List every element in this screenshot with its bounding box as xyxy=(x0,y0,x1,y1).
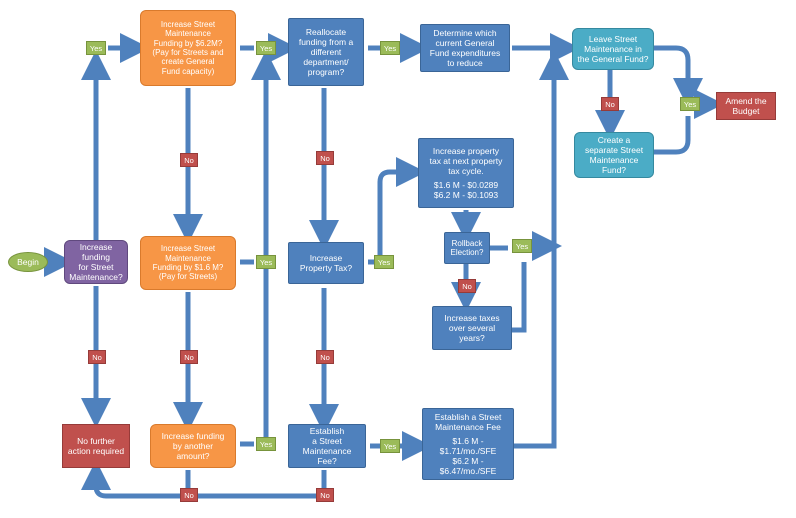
leave-general-fund-decision: Leave Street Maintenance in the General … xyxy=(572,28,654,70)
yes-label: Yes xyxy=(256,437,276,451)
determine-expenditures-node: Determine which current General Fund exp… xyxy=(420,24,510,72)
yes-label: Yes xyxy=(256,41,276,55)
no-label: No xyxy=(316,151,334,165)
increase-16m-decision: Increase Street Maintenance Funding by $… xyxy=(140,236,236,290)
no-label: No xyxy=(180,488,198,502)
no-label: No xyxy=(316,488,334,502)
yes-label: Yes xyxy=(380,41,400,55)
no-further-action-node: No further action required xyxy=(62,424,130,468)
no-label: No xyxy=(601,97,619,111)
increase-62m-decision: Increase Street Maintenance Funding by $… xyxy=(140,10,236,86)
amend-budget-node: Amend the Budget xyxy=(716,92,776,120)
separate-fund-decision: Create a separate Street Maintenance Fun… xyxy=(574,132,654,178)
arrow-taxyears-to-yes xyxy=(512,262,527,333)
increase-property-tax-cycle-node: Increase property tax at next property t… xyxy=(418,138,514,208)
reallocate-funding-decision: Reallocate funding from a different depa… xyxy=(288,18,364,86)
arrow-separate-to-yes xyxy=(654,116,691,155)
arrow-leave-to-amend xyxy=(654,45,703,108)
establish-fee-text: Establish a Street Maintenance Fee xyxy=(434,411,502,432)
establish-fee-decision: Establish a Street Maintenance Fee? xyxy=(288,424,366,468)
rollback-election-decision: Rollback Election? xyxy=(444,232,490,264)
property-tax-cycle-text: Increase property tax at next property t… xyxy=(429,146,503,177)
property-tax-line-1: $1.6 M - $0.0289 xyxy=(433,179,499,190)
increase-taxes-years-decision: Increase taxes over several years? xyxy=(432,306,512,350)
no-label: No xyxy=(316,350,334,364)
no-label: No xyxy=(88,350,106,364)
yes-label: Yes xyxy=(256,255,276,269)
increase-other-amount-decision: Increase funding by another amount? xyxy=(150,424,236,468)
yes-label: Yes xyxy=(374,255,394,269)
no-label: No xyxy=(180,350,198,364)
arrow-proptax-to-cycle xyxy=(368,157,426,265)
arrow-bottom-return xyxy=(81,460,324,499)
no-label: No xyxy=(180,153,198,167)
increase-funding-decision: Increase funding for Street Maintenance? xyxy=(64,240,128,284)
establish-fee-node: Establish a Street Maintenance Fee $1.6 … xyxy=(422,408,514,480)
property-tax-decision: Increase Property Tax? xyxy=(288,242,364,284)
yes-label: Yes xyxy=(680,97,700,111)
fee-line-2: $6.2 M - $6.47/mo./SFE xyxy=(439,456,497,477)
arrow-trunk-up xyxy=(514,50,569,449)
yes-label: Yes xyxy=(380,439,400,453)
property-tax-line-2: $6.2 M - $0.1093 xyxy=(433,189,499,200)
yes-label: Yes xyxy=(512,239,532,253)
yes-label: Yes xyxy=(86,41,106,55)
no-label: No xyxy=(458,279,476,293)
fee-line-1: $1.6 M - $1.71/mo./SFE xyxy=(439,435,497,456)
begin-node: Begin xyxy=(8,252,48,272)
